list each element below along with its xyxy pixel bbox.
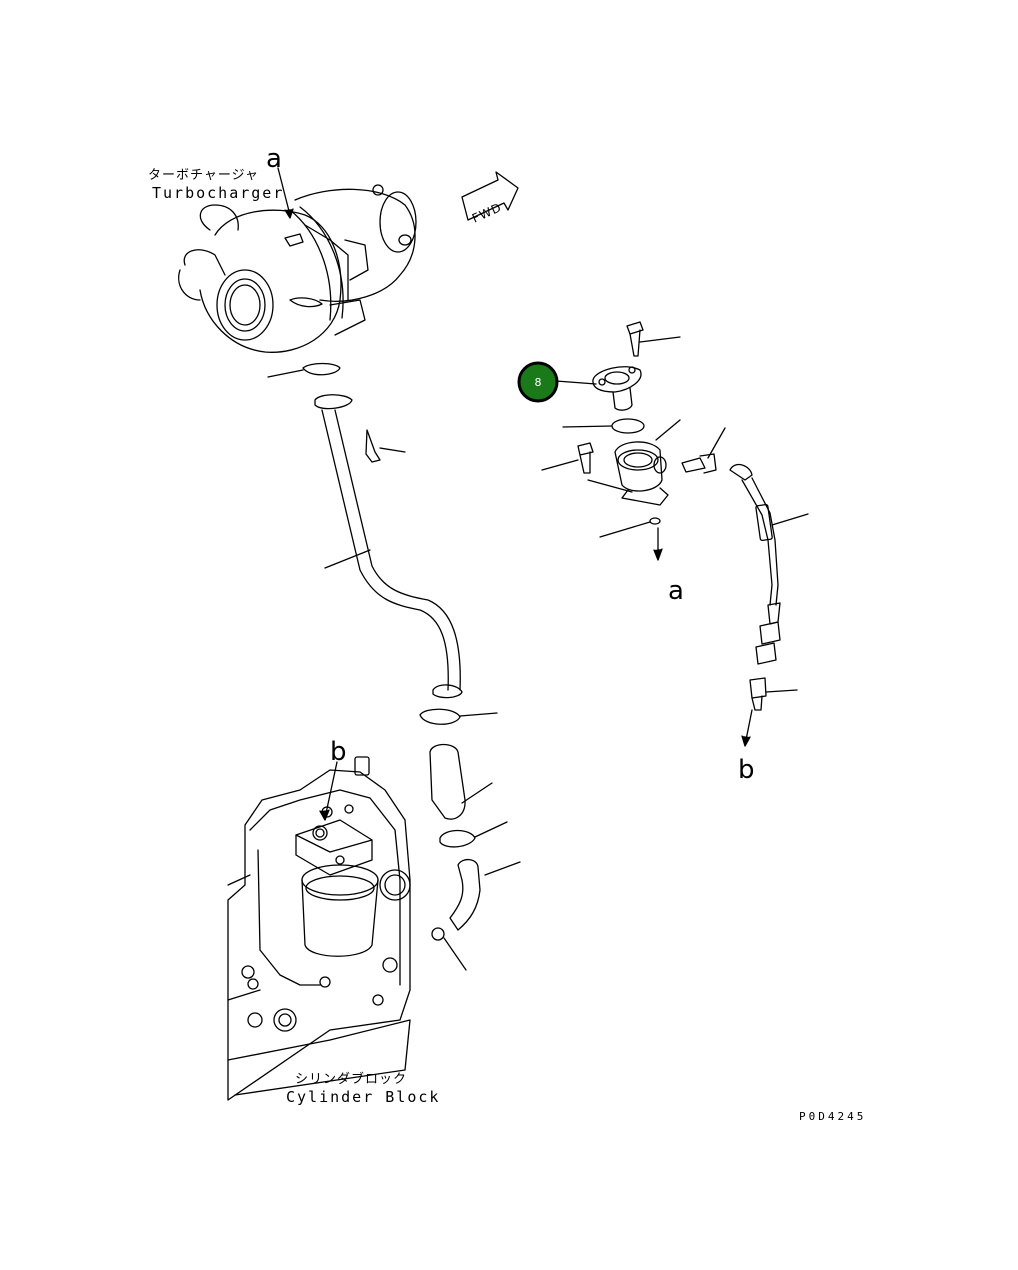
flange-cover: [592, 366, 642, 411]
ref-b-top: b: [330, 737, 347, 767]
o-ring: [431, 927, 445, 941]
turbocharger-label-en: Turbocharger: [152, 184, 284, 202]
ref-a-arrow: a: [668, 576, 684, 606]
fwd-label: FWD: [470, 200, 504, 225]
gasket: [302, 362, 341, 376]
sensor-hose: [729, 463, 781, 665]
turbocharger: [178, 184, 417, 353]
hose-clamp-lower: [439, 829, 476, 848]
ref-a-leader: [277, 167, 291, 216]
oil-drain-pipe: [314, 394, 463, 699]
hose-clamp-upper: [419, 708, 461, 725]
sensor: [749, 677, 767, 711]
adapter-fitting: [681, 453, 717, 474]
cylinder-block-label-jp: シリンダブロック: [295, 1071, 407, 1087]
o-ring-right: [611, 418, 645, 434]
callout-badge-8[interactable]: 8: [517, 361, 559, 403]
fwd-arrow: [461, 171, 519, 221]
drawing-code: P0D4245: [799, 1110, 866, 1123]
ref-b-arrow: b: [738, 755, 755, 785]
elbow-connector: [449, 858, 481, 931]
callout-circle[interactable]: [517, 361, 559, 403]
bolt-left: [577, 442, 594, 474]
cylinder-block-label-en: Cylinder Block: [286, 1088, 440, 1106]
cylinder-block: [227, 756, 411, 1101]
turbocharger-label-jp: ターボチャージャ: [148, 168, 259, 183]
ref-a-top: a: [266, 144, 282, 174]
valve-body: [614, 441, 669, 506]
callout-number: 8: [535, 376, 542, 389]
hose: [429, 743, 466, 820]
bolt-top: [626, 321, 644, 357]
